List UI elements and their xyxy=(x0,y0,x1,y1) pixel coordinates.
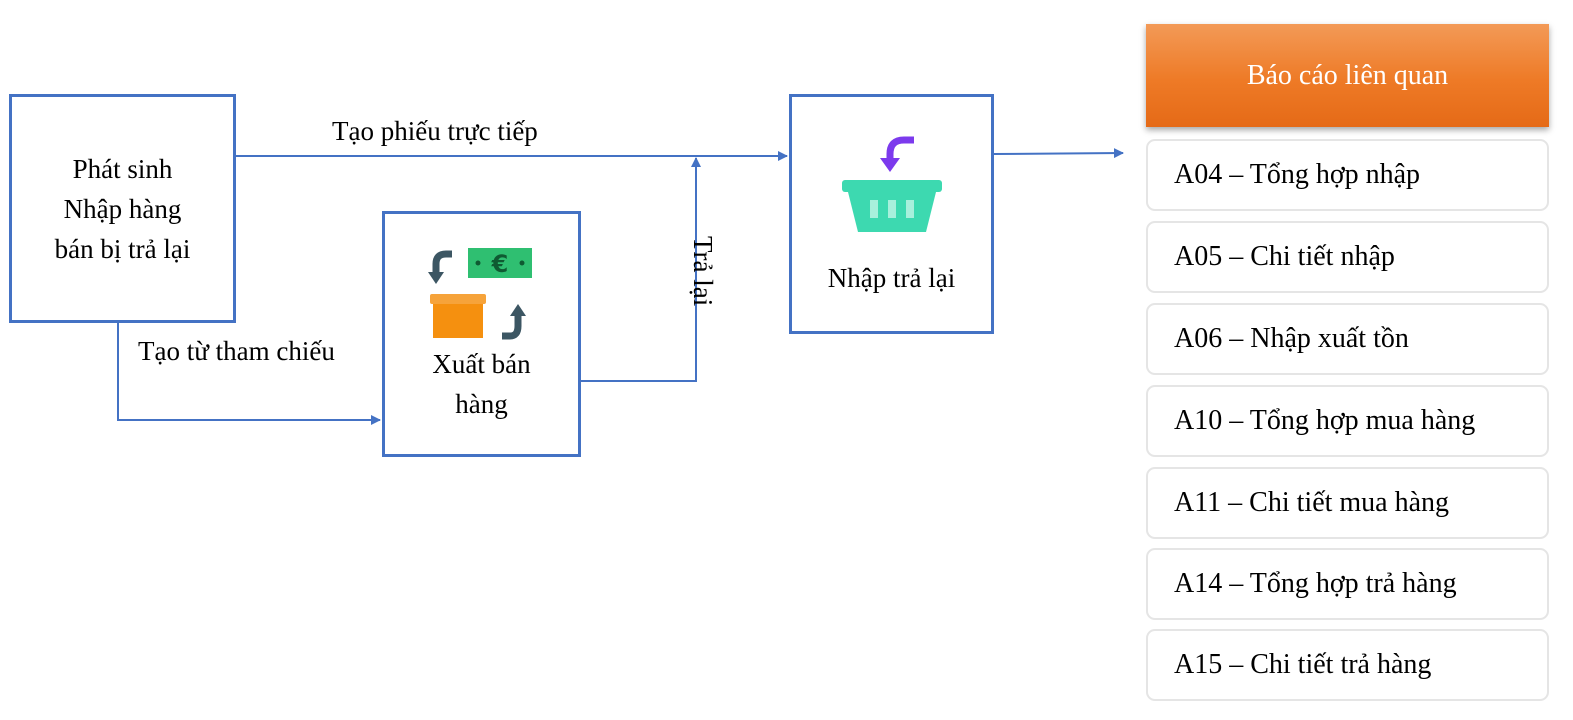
edge-reference xyxy=(117,323,381,425)
node-source-line-3: bán bị trả lại xyxy=(54,233,191,264)
report-item-a15[interactable]: A15 – Chi tiết trả hàng xyxy=(1146,629,1549,701)
node-sale: € Xuất bán hàng xyxy=(382,211,581,457)
node-sale-line-2: hàng xyxy=(455,389,508,419)
node-source-line-1: Phát sinh xyxy=(72,153,173,184)
report-item-a04[interactable]: A04 – Tổng hợp nhập xyxy=(1146,139,1549,211)
node-return: Nhập trả lại xyxy=(789,94,994,334)
report-item-a05[interactable]: A05 – Chi tiết nhập xyxy=(1146,221,1549,293)
node-sale-line-1: Xuất bán xyxy=(432,349,531,379)
sale-return-icon: € xyxy=(427,248,532,340)
node-source: Phát sinh Nhập hàng bán bị trả lại xyxy=(9,94,236,323)
edge-label-reference: Tạo từ tham chiếu xyxy=(138,336,335,366)
report-panel-header: Báo cáo liên quan xyxy=(1146,24,1549,127)
svg-text:€: € xyxy=(490,250,508,278)
edge-to-reports xyxy=(993,148,1124,159)
edge-label-return: Trả lại xyxy=(688,236,718,307)
report-item-a10[interactable]: A10 – Tổng hợp mua hàng xyxy=(1146,385,1549,457)
report-item-a11[interactable]: A11 – Chi tiết mua hàng xyxy=(1146,467,1549,539)
report-item-a14[interactable]: A14 – Tổng hợp trả hàng xyxy=(1146,548,1549,620)
node-source-line-2: Nhập hàng xyxy=(63,193,182,224)
return-basket-icon xyxy=(841,136,942,232)
edge-return xyxy=(581,157,701,382)
edge-label-direct: Tạo phiếu trực tiếp xyxy=(332,116,538,146)
report-item-a06[interactable]: A06 – Nhập xuất tồn xyxy=(1146,303,1549,375)
node-return-label: Nhập trả lại xyxy=(827,263,956,293)
